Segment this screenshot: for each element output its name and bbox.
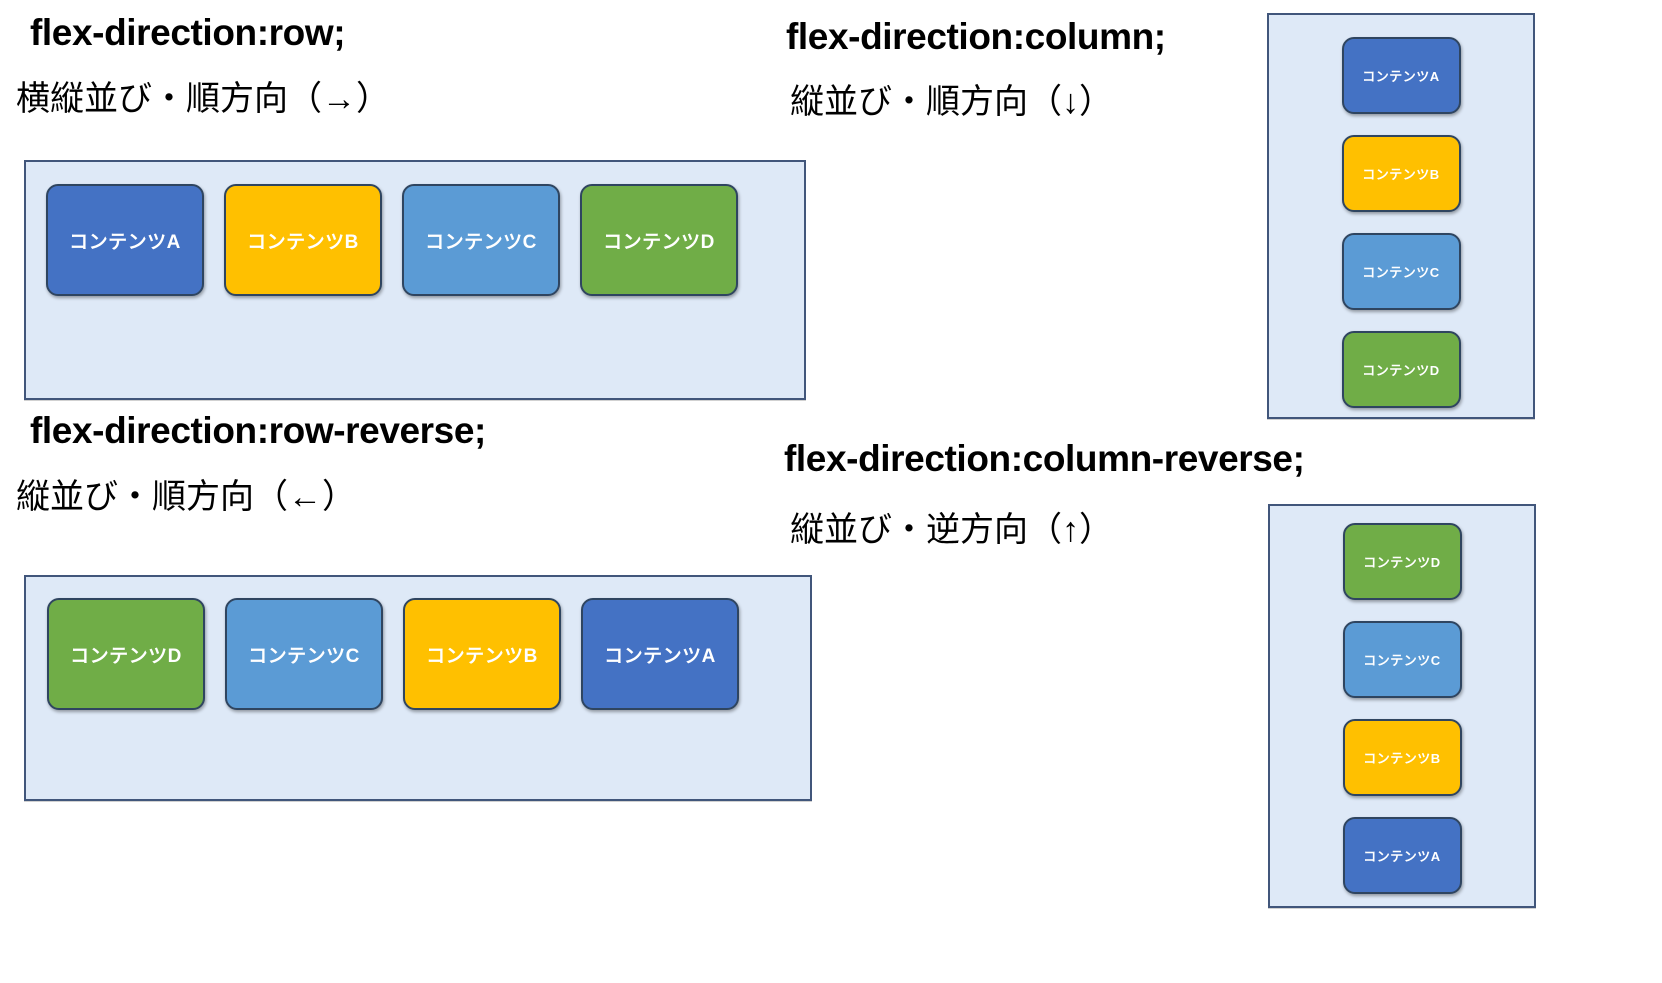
subheading-flex-direction-row-reverse: 縦並び・順方向（←） xyxy=(16,478,356,516)
flex-item: コンテンツB xyxy=(1342,719,1462,796)
flex-item: コンテンツD xyxy=(1342,523,1462,600)
flex-item: コンテンツB xyxy=(224,184,382,296)
flex-item: コンテンツD xyxy=(580,184,738,296)
flex-container-row: コンテンツA コンテンツB コンテンツC コンテンツD xyxy=(24,160,806,400)
flex-item: コンテンツC xyxy=(1341,233,1461,310)
flex-container-column-reverse: コンテンツD コンテンツC コンテンツB コンテンツA xyxy=(1268,504,1536,908)
flex-item: コンテンツC xyxy=(402,184,560,296)
flex-item: コンテンツD xyxy=(1341,331,1461,408)
flex-item: コンテンツC xyxy=(1342,621,1462,698)
subheading-flex-direction-row: 横縦並び・順方向（→） xyxy=(16,80,390,118)
flex-item: コンテンツB xyxy=(1341,135,1461,212)
flex-item: コンテンツD xyxy=(47,598,205,710)
flex-item: コンテンツA xyxy=(1342,817,1462,894)
flex-item: コンテンツA xyxy=(1341,37,1461,114)
flex-container-column: コンテンツA コンテンツB コンテンツC コンテンツD xyxy=(1267,13,1535,419)
heading-flex-direction-row: flex-direction:row; xyxy=(30,12,346,53)
heading-flex-direction-column-reverse: flex-direction:column-reverse; xyxy=(784,438,1305,479)
flex-item: コンテンツA xyxy=(46,184,204,296)
heading-flex-direction-row-reverse: flex-direction:row-reverse; xyxy=(30,410,486,451)
flex-container-row-reverse: コンテンツD コンテンツC コンテンツB コンテンツA xyxy=(24,575,812,801)
flex-item: コンテンツA xyxy=(581,598,739,710)
flex-item: コンテンツB xyxy=(403,598,561,710)
heading-flex-direction-column: flex-direction:column; xyxy=(786,16,1166,57)
subheading-flex-direction-column: 縦並び・順方向（↓） xyxy=(790,83,1113,121)
subheading-flex-direction-column-reverse: 縦並び・逆方向（↑） xyxy=(790,511,1113,549)
flex-item: コンテンツC xyxy=(225,598,383,710)
